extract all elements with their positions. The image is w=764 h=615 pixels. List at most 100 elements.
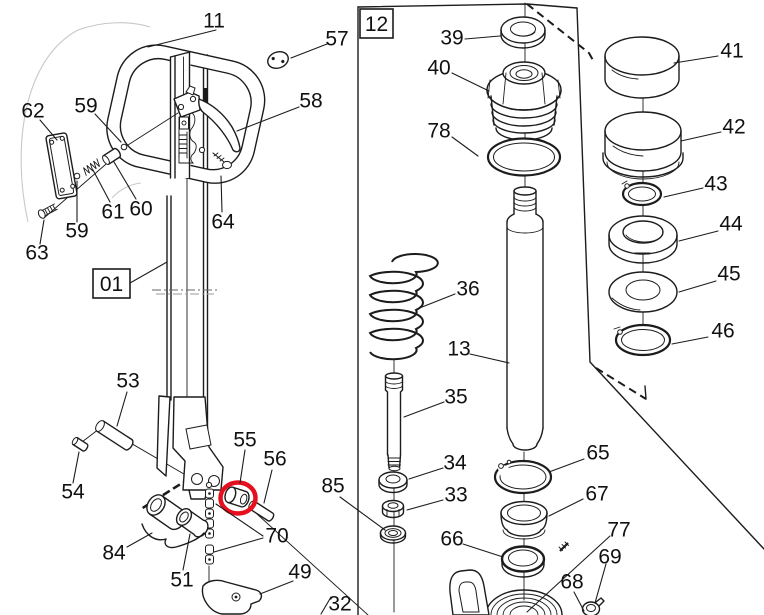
assembly-box-label-12: 12 — [365, 13, 388, 36]
part-label-63: 63 — [25, 242, 48, 265]
spring-36 — [368, 253, 439, 361]
nut-33 — [381, 499, 405, 519]
part-label-67: 67 — [585, 483, 608, 506]
snap-ring-46 — [613, 323, 672, 357]
pin-56 — [248, 500, 275, 522]
part-label-68: 68 — [560, 571, 583, 594]
section12-top-border — [357, 3, 578, 9]
part-label-84: 84 — [102, 542, 126, 565]
pump-body-cover — [485, 589, 563, 615]
part-label-56: 56 — [263, 448, 286, 471]
cylinder-13 — [506, 186, 544, 451]
cap-41 — [604, 36, 680, 99]
part-label-55: 55 — [233, 429, 256, 452]
part-label-61: 61 — [101, 201, 124, 224]
spring-61 — [83, 158, 101, 176]
cover-disc-57 — [267, 50, 289, 70]
section-boundaries — [140, 3, 764, 615]
roller-bracket — [141, 523, 205, 549]
fork-upright — [449, 569, 490, 615]
part-label-32: 32 — [328, 593, 351, 615]
assembly-box-label-01: 01 — [100, 273, 123, 296]
washer-85 — [379, 525, 407, 544]
snap-ring-65 — [493, 459, 553, 495]
part-label-36: 36 — [456, 278, 479, 301]
ghost-outline — [20, 22, 151, 223]
part-label-59-upper: 59 — [74, 95, 97, 118]
washer-45 — [608, 271, 678, 313]
part-label-85: 85 — [321, 475, 344, 498]
part-label-70: 70 — [265, 525, 288, 548]
detail-boundary-dashed-bottom — [595, 367, 647, 400]
pump-plug-40 — [486, 61, 562, 141]
side-plate-62 — [45, 132, 78, 200]
leader-lines — [39, 29, 722, 615]
part-label-65: 65 — [586, 442, 609, 465]
highlight-circle — [218, 480, 258, 516]
part-label-46: 46 — [711, 320, 734, 343]
part-label-44: 44 — [719, 213, 743, 236]
part-label-49: 49 — [288, 561, 311, 584]
part-label-33: 33 — [444, 484, 467, 507]
part-label-77: 77 — [607, 519, 630, 542]
assembly-box-12 — [359, 8, 394, 39]
part-label-78: 78 — [427, 120, 450, 143]
section12-right-border — [576, 7, 764, 550]
retaining-ring-43 — [621, 180, 663, 207]
part-label-13: 13 — [447, 338, 470, 361]
tiller-mast — [166, 54, 209, 453]
ball-59-lower — [73, 172, 81, 180]
bushing-55 — [224, 486, 250, 508]
part-label-45: 45 — [717, 263, 740, 286]
part-label-43: 43 — [704, 173, 727, 196]
part-label-54: 54 — [61, 481, 85, 504]
cup-seal-67 — [500, 500, 548, 540]
screw-63 — [37, 203, 58, 219]
washer-34 — [378, 471, 408, 494]
detail-boundary-dashed-top — [526, 3, 595, 63]
part-label-40: 40 — [427, 57, 450, 80]
detail-boundary-hook — [644, 385, 647, 400]
pump-rod-35 — [384, 372, 404, 472]
mast-slot — [203, 88, 208, 112]
pin-54 — [71, 436, 89, 452]
pin-53 — [95, 420, 134, 451]
screw-77 — [558, 541, 569, 552]
part-label-64: 64 — [211, 211, 235, 234]
assembly-box-01 — [92, 268, 131, 299]
release-lever — [173, 85, 241, 153]
cap-42 — [602, 111, 684, 180]
ring-66 — [500, 545, 546, 578]
part-label-59-lower: 59 — [65, 220, 88, 243]
mast-base-pivot — [156, 395, 224, 500]
latch-spring — [178, 131, 188, 159]
bearing-44 — [608, 215, 678, 264]
part-label-58: 58 — [299, 90, 322, 113]
part-label-41: 41 — [720, 40, 743, 63]
part-label-34: 34 — [443, 452, 467, 475]
sleeve-60 — [102, 147, 122, 165]
part-label-69: 69 — [598, 546, 621, 569]
o-ring-78 — [486, 137, 562, 177]
leader-line-32-long — [256, 513, 369, 615]
latch-block — [179, 116, 189, 130]
boxed-labels-layer: 01 12 — [92, 8, 394, 299]
part-label-66: 66 — [440, 528, 463, 551]
part-label-57: 57 — [325, 28, 348, 51]
part-label-53: 53 — [116, 370, 139, 393]
ball-59-upper — [120, 143, 128, 151]
part-label-42: 42 — [722, 116, 745, 139]
part-label-60: 60 — [129, 198, 152, 221]
bolt-64 — [198, 146, 232, 170]
handle-loop — [106, 44, 266, 184]
part-label-51: 51 — [170, 569, 193, 592]
seal-ring-39 — [500, 16, 546, 49]
lift-chain — [205, 481, 214, 565]
part-label-39: 39 — [440, 27, 463, 50]
part-label-62: 62 — [21, 100, 44, 123]
fitting-69 — [581, 597, 605, 615]
fork-arm-49 — [201, 579, 263, 615]
